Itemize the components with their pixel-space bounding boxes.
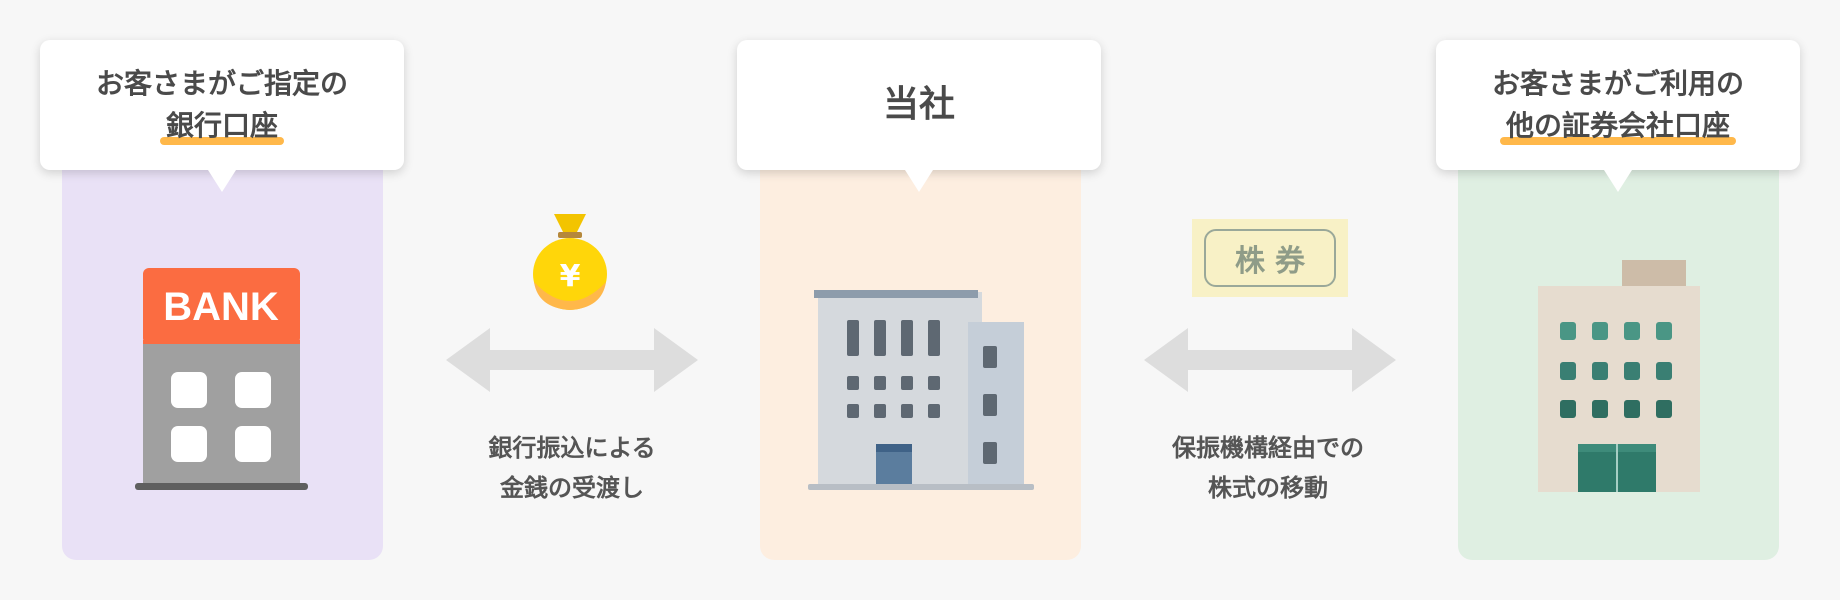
bank-building-icon: BANK <box>135 268 308 490</box>
stock-transfer-label: 保振機構経由での 株式の移動 <box>1108 428 1428 508</box>
company-callout-title: 当社 <box>882 84 955 125</box>
bank-account-callout: お客さまがご指定の 銀行口座 <box>40 40 404 192</box>
stock-certificate-text: 株券 <box>1204 229 1336 287</box>
bidirectional-arrow-right <box>1144 328 1396 392</box>
money-bag-icon: ¥ <box>533 214 607 310</box>
securities-account-callout: お客さまがご利用の 他の証券会社口座 <box>1436 40 1800 192</box>
securities-building-icon <box>1538 260 1700 492</box>
securities-callout-line2: 他の証券会社口座 <box>1499 105 1737 147</box>
bank-transfer-label: 銀行振込による 金銭の受渡し <box>412 428 732 508</box>
money-symbol: ¥ <box>560 259 581 294</box>
bidirectional-arrow-left <box>446 328 698 392</box>
bank-sign-text: BANK <box>163 285 279 329</box>
stock-certificate-icon: 株券 <box>1192 219 1348 297</box>
stock-transfer-line2: 株式の移動 <box>1208 474 1328 502</box>
bank-transfer-line2: 金銭の受渡し <box>500 474 644 502</box>
bank-callout-line2: 銀行口座 <box>159 105 285 147</box>
bank-callout-line1: お客さまがご指定の <box>95 67 348 100</box>
bank-transfer-line1: 銀行振込による <box>488 434 656 462</box>
company-callout: 当社 <box>737 40 1101 192</box>
office-building-icon <box>808 290 1034 490</box>
stock-transfer-line1: 保振機構経由での <box>1172 434 1364 462</box>
securities-callout-line1: お客さまがご利用の <box>1491 67 1744 100</box>
